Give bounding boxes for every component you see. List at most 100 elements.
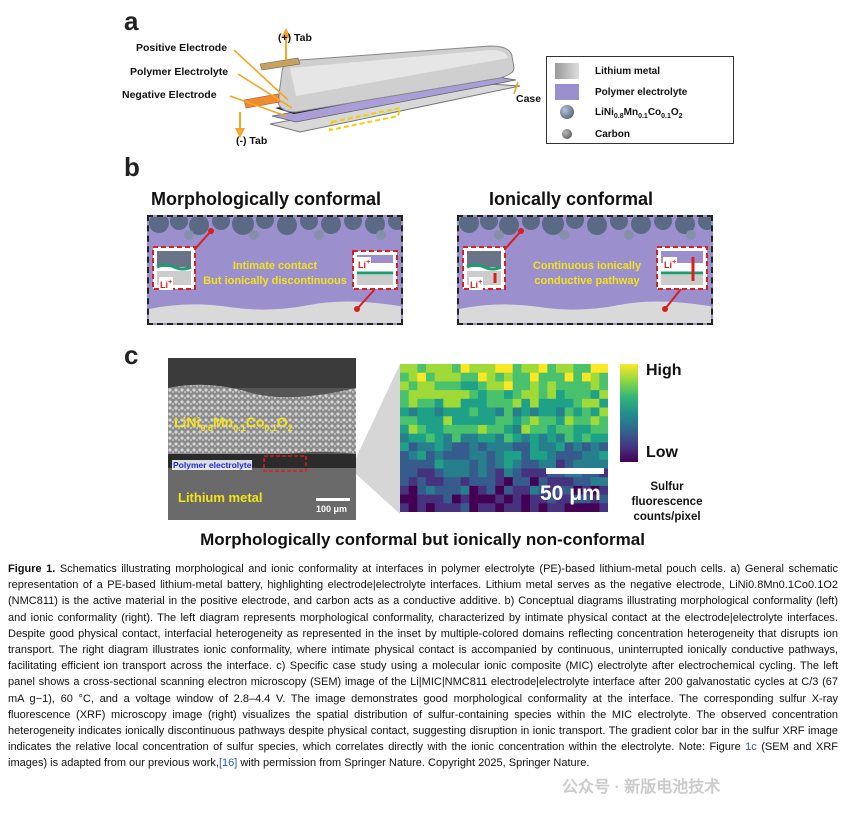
xrf-pixel (530, 503, 540, 512)
xrf-pixel (564, 398, 574, 409)
legend-swatch (555, 84, 579, 100)
xrf-pixel (521, 390, 531, 400)
xrf-pixel (512, 494, 522, 504)
xrf-pixel (478, 459, 488, 469)
figure-reference-link[interactable]: 1c (745, 741, 757, 754)
xrf-pixel (582, 459, 592, 469)
xrf-pixel (486, 442, 496, 452)
caption-formula: Co (793, 579, 809, 592)
xrf-pixel (564, 424, 574, 435)
xrf-pixel (408, 485, 418, 496)
xrf-pixel (400, 372, 410, 382)
legend-label: LiNi0.8Mn0.1Co0.1O2 (595, 106, 683, 120)
xrf-pixel (434, 407, 444, 417)
xrf-pixel (417, 459, 427, 469)
xrf-pixel (460, 451, 470, 461)
xrf-pixel (486, 390, 496, 400)
xrf-pixel (530, 477, 540, 487)
xrf-pixel (495, 451, 505, 461)
xrf-pixel (599, 442, 608, 452)
xrf-pixel (469, 364, 479, 374)
xrf-pixel (495, 416, 505, 426)
xrf-pixel (521, 485, 531, 496)
xrf-pixel (469, 468, 479, 478)
caption-formula: O (823, 579, 832, 592)
xrf-pixel (547, 442, 557, 452)
xrf-pixel (400, 485, 410, 496)
caption-text: ), 60 °C, and a voltage window of 2.8–4.… (8, 692, 838, 754)
xrf-pixel (512, 451, 522, 461)
pouch-cell-schematic (229, 28, 521, 138)
xrf-pixel (495, 477, 505, 487)
xrf-pixel (452, 477, 462, 487)
xrf-pixel (460, 364, 470, 374)
xrf-pixel (504, 398, 514, 409)
xrf-pixel (495, 372, 505, 382)
zoom-connector (356, 364, 400, 514)
xrf-pixel (452, 372, 462, 382)
xrf-pixel (486, 503, 496, 512)
xrf-pixel (443, 390, 453, 400)
xrf-pixel (573, 364, 583, 374)
xrf-pixel (417, 398, 427, 409)
citation-link[interactable]: [16] (218, 757, 238, 770)
xrf-pixel (556, 364, 566, 374)
xrf-pixel (582, 442, 592, 452)
xrf-pixel (443, 485, 453, 496)
ionically-discontinuous-text: But ionically discontinuous (203, 275, 347, 287)
xrf-pixel (573, 459, 583, 469)
xrf-pixel (504, 381, 514, 391)
xrf-pixel (504, 442, 514, 452)
xrf-pixel (400, 364, 410, 374)
xrf-pixel (573, 390, 583, 400)
panel-b-letter: b (124, 152, 140, 182)
xrf-pixel (478, 398, 488, 409)
xrf-pixel (469, 442, 479, 452)
xrf-pixel (582, 494, 592, 504)
xrf-pixel (547, 372, 557, 382)
xrf-pixel (495, 503, 505, 512)
xrf-pixel (538, 468, 548, 478)
xrf-pixel (590, 451, 600, 461)
xrf-pixel (417, 424, 427, 435)
xrf-pixel (582, 503, 592, 512)
xrf-pixel (530, 442, 540, 452)
xrf-pixel (495, 424, 505, 435)
xrf-pixel (530, 494, 540, 504)
xrf-pixel (400, 451, 410, 461)
xrf-pixel (556, 459, 566, 469)
xrf-pixel (478, 381, 488, 391)
xrf-pixel (460, 424, 470, 435)
xrf-pixel (538, 398, 548, 409)
xrf-pixel (590, 485, 600, 496)
xrf-pixel (469, 459, 479, 469)
xrf-pixel (478, 503, 488, 512)
xrf-pixel (452, 433, 462, 443)
xrf-pixel (504, 390, 514, 400)
xrf-pixel (434, 503, 444, 512)
xrf-pixel (452, 390, 462, 400)
xrf-pixel (538, 407, 548, 417)
xrf-pixel (443, 442, 453, 452)
xrf-pixel (556, 433, 566, 443)
xrf-pixel (556, 407, 566, 417)
xrf-pixel (590, 381, 600, 391)
xrf-pixel (434, 424, 444, 435)
xrf-pixel (599, 477, 608, 487)
xrf-pixel (486, 494, 496, 504)
xrf-pixel (556, 424, 566, 435)
xrf-pixel (478, 424, 488, 435)
xrf-pixel (478, 364, 488, 374)
xrf-pixel (564, 381, 574, 391)
xrf-pixel (408, 407, 418, 417)
xrf-pixel (556, 398, 566, 409)
xrf-pixel (521, 424, 531, 435)
xrf-pixel (460, 407, 470, 417)
xrf-pixel (443, 381, 453, 391)
xrf-pixel (469, 494, 479, 504)
xrf-pixel (478, 494, 488, 504)
xrf-pixel (417, 451, 427, 461)
xrf-pixel (599, 459, 608, 469)
xrf-pixel (599, 416, 608, 426)
xrf-pixel (469, 451, 479, 461)
